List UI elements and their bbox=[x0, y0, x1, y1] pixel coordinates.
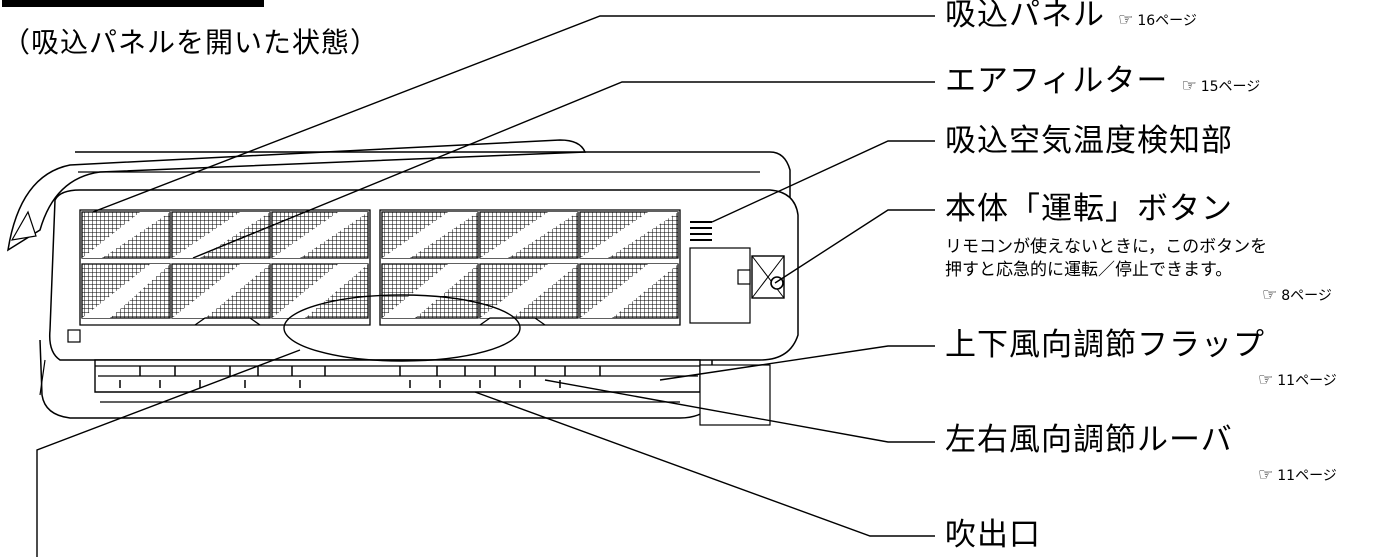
panel-opening-ellipse bbox=[283, 294, 521, 362]
outlet-label: 吹出口 bbox=[945, 517, 1041, 553]
heading-bar bbox=[2, 0, 264, 7]
pointing-hand-icon: ☞ bbox=[1181, 76, 1197, 96]
run-button-note-line-1: リモコンが使えないときに，このボタンを bbox=[945, 237, 1268, 257]
intake-panel-ref: ☞16ページ bbox=[1118, 10, 1197, 30]
pointing-hand-icon: ☞ bbox=[1118, 10, 1134, 30]
vertical-flap-ref: ☞11ページ bbox=[1258, 370, 1337, 390]
vertical-flap-label: 上下風向調節フラップ bbox=[945, 327, 1265, 363]
horizontal-louver-ref: ☞11ページ bbox=[1258, 465, 1337, 485]
run-button-ref: ☞8ページ bbox=[1262, 285, 1332, 305]
air-filter-label: エアフィルター bbox=[945, 63, 1169, 99]
horizontal-louver-label: 左右風向調節ルーバ bbox=[945, 422, 1233, 458]
unit-top-housing bbox=[75, 151, 791, 215]
pointing-hand-icon: ☞ bbox=[1258, 465, 1274, 485]
filter-grid bbox=[79, 209, 681, 326]
air-filter-callout: エアフィルター ☞15ページ bbox=[945, 66, 1260, 97]
run-button-note-line-2: 押すと応急的に運転／停止できます。 bbox=[945, 260, 1233, 280]
diagram-heading: （吸込パネルを開いた状態） bbox=[2, 26, 380, 59]
leader-lines bbox=[36, 15, 935, 557]
temp-sensor-label: 吸込空気温度検知部 bbox=[945, 123, 1233, 159]
intake-panel-callout: 吸込パネル ☞16ページ bbox=[945, 0, 1197, 31]
horizontal-louver-shape bbox=[119, 366, 601, 388]
vertical-flap-shape bbox=[95, 365, 700, 377]
pointing-hand-icon: ☞ bbox=[1258, 370, 1274, 390]
air-filter-ref: ☞15ページ bbox=[1181, 76, 1261, 96]
intake-panel-label: 吸込パネル bbox=[945, 0, 1105, 33]
intake-panel-shape bbox=[6, 139, 587, 252]
sensor-grille bbox=[690, 221, 712, 241]
control-box bbox=[689, 247, 751, 324]
run-button-label: 本体「運転」ボタン bbox=[945, 191, 1233, 227]
pointing-hand-icon: ☞ bbox=[1262, 285, 1278, 305]
intake-panel-edge bbox=[10, 210, 37, 241]
